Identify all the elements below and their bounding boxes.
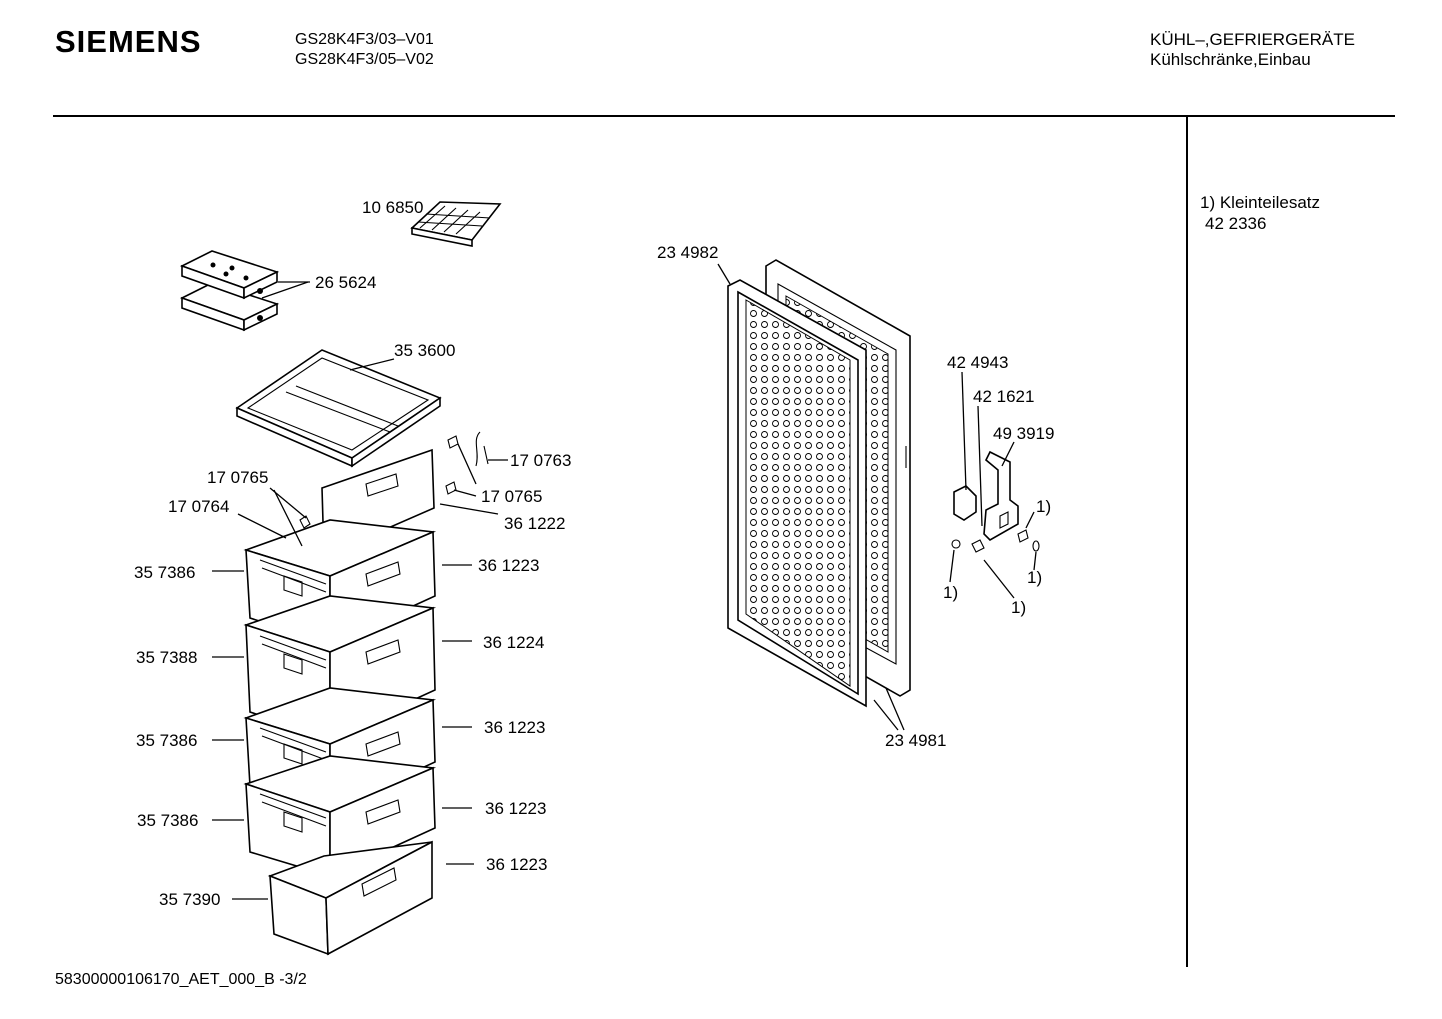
note-kit-number: 42 2336 xyxy=(1205,214,1267,233)
label-ref-1d: 1) xyxy=(1011,598,1026,617)
label-drawer1-body: 35 7386 xyxy=(134,563,195,582)
label-cold-packs: 26 5624 xyxy=(315,273,376,292)
label-ref-1a: 1) xyxy=(1036,497,1051,516)
label-tray-top: 35 3600 xyxy=(394,341,455,360)
label-clip-c: 17 0764 xyxy=(168,497,229,516)
door-gasket-part xyxy=(727,279,867,708)
label-hinge-a: 42 4943 xyxy=(947,353,1008,372)
label-drawer4-body: 35 7386 xyxy=(137,811,198,830)
header-divider xyxy=(53,115,1395,117)
brand-logo: SIEMENS xyxy=(55,24,202,59)
note-small-parts-kit: 1) Kleinteilesatz xyxy=(1200,193,1321,212)
label-clip-b-left: 17 0765 xyxy=(207,468,268,487)
label-hinge-c: 49 3919 xyxy=(993,424,1054,443)
leader-lines xyxy=(212,263,1037,900)
hinge-parts xyxy=(951,450,1040,553)
label-hinge-b: 42 1621 xyxy=(973,387,1034,406)
label-drawer5-body: 35 7390 xyxy=(159,890,220,909)
ice-tray-part xyxy=(410,201,502,247)
label-drawer5-front: 36 1223 xyxy=(486,855,547,874)
label-drawer2-front: 36 1224 xyxy=(483,633,544,652)
drawer-5 xyxy=(267,840,433,956)
label-door-panel: 23 4981 xyxy=(885,731,946,750)
model-number-1: GS28K4F3/03–V01 xyxy=(295,31,434,48)
document-id: 58300000106170_AET_000_B -3/2 xyxy=(55,971,307,988)
label-ice-tray: 10 6850 xyxy=(362,198,423,217)
label-door-gasket: 23 4982 xyxy=(657,243,718,262)
label-drawer2-body: 35 7388 xyxy=(136,648,197,667)
label-ref-1c: 1) xyxy=(943,583,958,602)
label-clip-b-right: 17 0765 xyxy=(481,487,542,506)
label-drawer4-front: 36 1223 xyxy=(485,799,546,818)
shelf-tray-part xyxy=(235,349,442,468)
cold-packs-part xyxy=(179,250,280,332)
label-ref-1b: 1) xyxy=(1027,568,1042,587)
label-drawer3-body: 35 7386 xyxy=(136,731,197,750)
label-front-top: 36 1222 xyxy=(504,514,565,533)
model-number-2: GS28K4F3/05–V02 xyxy=(295,51,434,68)
label-drawer1-front: 36 1223 xyxy=(478,556,539,575)
category-title: KÜHL–,GEFRIERGERÄTE xyxy=(1150,30,1355,49)
label-drawer3-front: 36 1223 xyxy=(484,718,545,737)
label-clip-a: 17 0763 xyxy=(510,451,571,470)
drawer-4 xyxy=(243,755,437,878)
category-subtitle: Kühlschränke,Einbau xyxy=(1150,50,1311,69)
notes-divider xyxy=(1186,117,1188,967)
